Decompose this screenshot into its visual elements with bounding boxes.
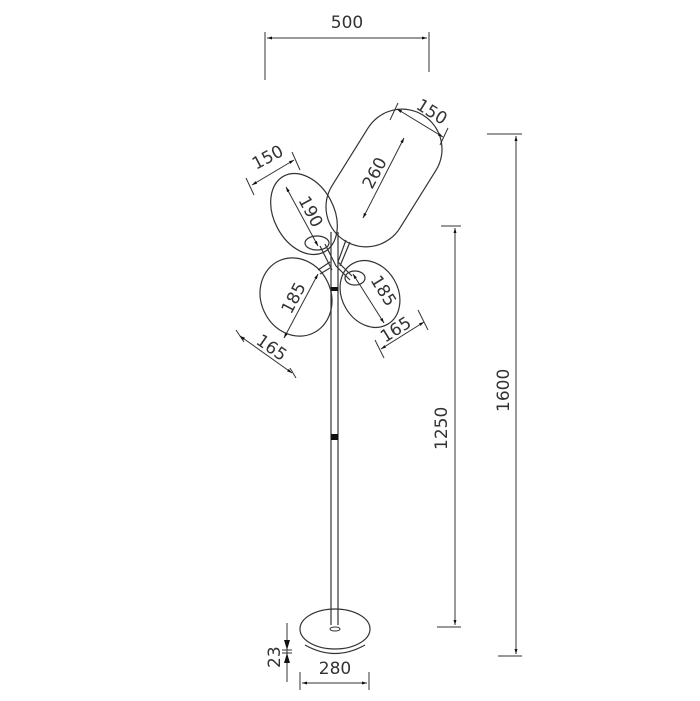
shade-upper-left: 190 150 (245, 142, 338, 256)
dim-overall-height: 1600 (487, 133, 522, 657)
label-1250: 1250 (432, 407, 452, 450)
label-23: 23 (265, 646, 285, 668)
label-150-right: 150 (412, 95, 450, 129)
label-500: 500 (331, 13, 363, 33)
lamp-pole (330, 232, 339, 625)
shade-lower-right: 185 165 (339, 260, 429, 359)
dim-base-diameter: 280 (299, 659, 370, 690)
label-185-left: 185 (278, 279, 311, 317)
shade-lower-left: 185 165 (235, 257, 333, 379)
shade-upper-right: 260 150 (325, 95, 450, 248)
label-150-left: 150 (249, 142, 287, 175)
label-190: 190 (294, 193, 327, 231)
label-185-right: 185 (366, 272, 400, 310)
label-1600: 1600 (494, 369, 514, 412)
label-165-right: 165 (377, 313, 415, 347)
dim-overall-width: 500 (264, 13, 430, 80)
lamp-base (299, 608, 371, 654)
pole-joint (331, 434, 338, 440)
label-165-left: 165 (252, 331, 290, 366)
label-260: 260 (359, 154, 392, 192)
dim-base-height: 23 (265, 623, 292, 682)
label-280: 280 (319, 659, 351, 679)
dim-stem-height: 1250 (432, 225, 461, 628)
